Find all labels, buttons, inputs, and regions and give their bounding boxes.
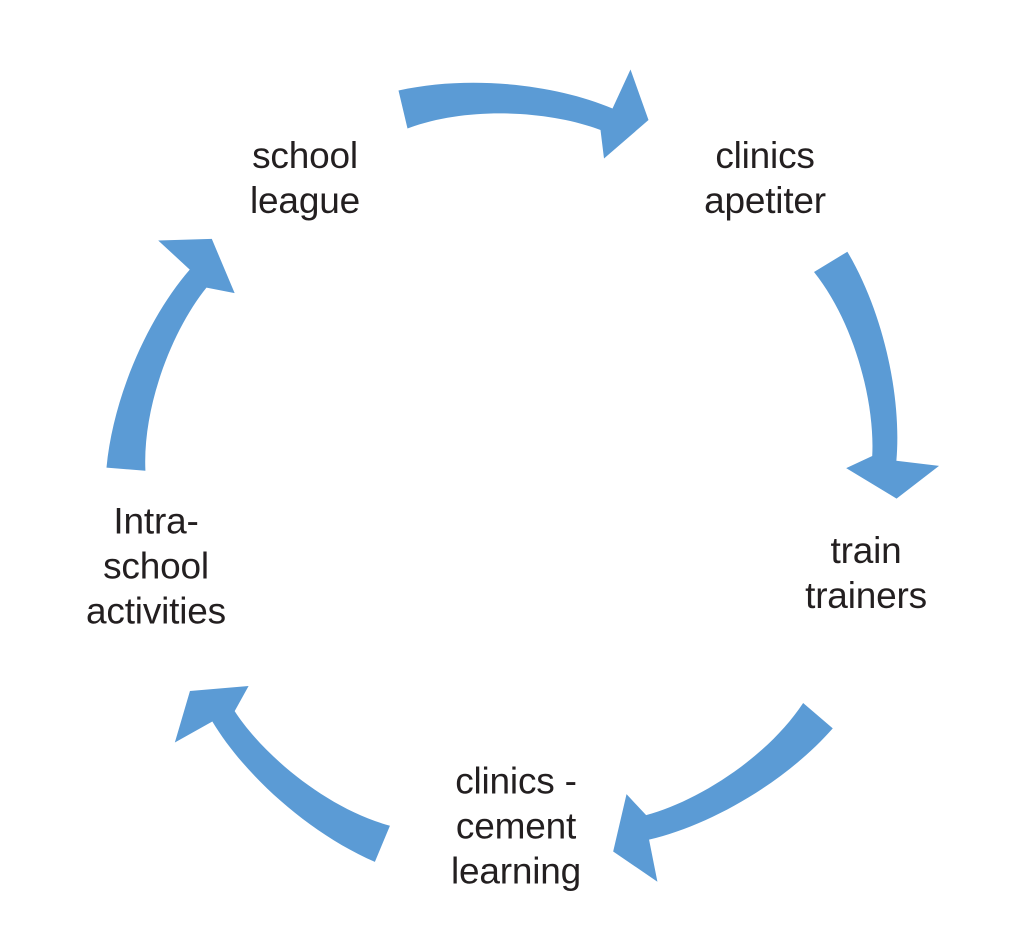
cycle-node-school-league-line-1: school: [252, 135, 358, 176]
curved-arrow-icon-clinics-cement-learning-to-intra-school-activities: [160, 659, 415, 879]
cycle-node-train-trainers-line-1: train: [830, 530, 902, 571]
cycle-node-clinics-cement-learning-line-1: clinics -: [455, 760, 577, 802]
cycle-node-intra-school-activities-line-3: activities: [86, 590, 226, 632]
cycle-node-clinics-apetiter-line-1: clinics: [715, 135, 815, 176]
cycle-node-intra-school-activities-line-1: Intra-: [113, 500, 199, 542]
curved-arrow-icon-intra-school-activities-to-school-league: [86, 223, 249, 489]
cycle-node-clinics-cement-learning-line-3: learning: [450, 850, 582, 892]
cycle-node-clinics-cement-learning: clinics - cement learning: [451, 759, 581, 894]
curved-arrow-icon-train-trainers-to-clinics-cement-learning: [590, 673, 846, 893]
cycle-node-school-league-line-2: league: [250, 180, 360, 221]
cycle-node-clinics-apetiter: clinics apetiter: [704, 133, 826, 223]
cycle-node-clinics-cement-learning-line-2: cement: [455, 805, 577, 847]
cycle-node-clinics-apetiter-line-2: apetiter: [704, 180, 826, 221]
curved-arrow-icon-clinics-apetiter-to-train-trainers: [782, 245, 945, 511]
cycle-node-school-league: school league: [250, 133, 360, 223]
curved-arrow-icon-school-league-to-clinics-apetiter: [398, 69, 649, 159]
cycle-node-train-trainers: train trainers: [805, 528, 927, 618]
cycle-node-intra-school-activities-line-2: school: [103, 545, 209, 587]
cycle-node-intra-school-activities: Intra- school activities: [86, 499, 226, 634]
cycle-node-train-trainers-line-2: trainers: [805, 575, 927, 616]
